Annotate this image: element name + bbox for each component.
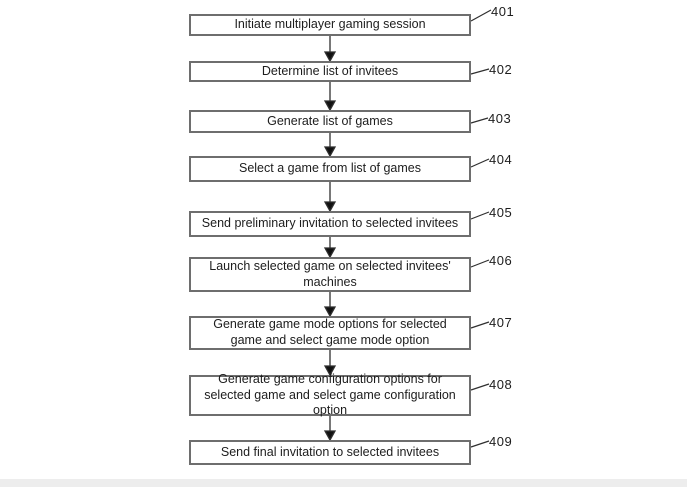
flow-step-text: Determine list of invitees [261,63,399,78]
arrowhead-6-7 [323,306,337,318]
flow-step-game-configuration-options: Generate game configuration options for … [189,372,471,418]
flow-step-determine-invitees: Determine list of invitees [189,61,471,82]
ref-label-407: 407 [489,315,513,330]
ref-label-401: 401 [491,4,515,19]
leader-line-409 [470,440,490,448]
ref-label-403: 403 [488,111,512,126]
leader-line-403 [470,117,489,124]
leader-line-407 [470,321,490,329]
flow-step-text: Send preliminary invitation to selected … [201,216,459,231]
leader-line-408 [470,383,490,391]
arrowhead-1-2 [323,51,337,63]
arrowhead-3-4 [323,146,337,158]
leader-line-402 [470,68,490,75]
ref-label-408: 408 [489,377,513,392]
flow-step-send-final-invitation: Send final invitation to selected invite… [189,440,471,465]
ref-label-409: 409 [489,434,513,449]
flow-step-game-mode-options: Generate game mode options for selected … [189,316,471,350]
arrowhead-8-9 [323,430,337,442]
flow-step-select-game: Select a game from list of games [189,156,471,182]
leader-line-406 [470,259,490,268]
flow-step-send-preliminary-invitation: Send preliminary invitation to selected … [189,211,471,237]
flow-step-text: Select a game from list of games [238,161,422,176]
leader-line-405 [470,211,490,220]
flow-step-text: Initiate multiplayer gaming session [234,17,426,32]
scan-edge-artifact [0,479,687,487]
leader-line-404 [470,158,490,168]
flow-step-text: Send final invitation to selected invite… [220,444,440,459]
leader-line-401 [470,9,492,22]
flow-step-launch-game: Launch selected game on selected invitee… [189,257,471,292]
flow-step-text: Generate game configuration options for … [204,372,456,418]
flow-step-generate-games: Generate list of games [189,110,471,133]
flow-step-text: Generate game mode options for selected … [213,317,447,347]
flow-step-text: Launch selected game on selected invitee… [209,258,451,289]
ref-label-406: 406 [489,253,513,268]
ref-label-404: 404 [489,152,513,167]
ref-label-402: 402 [489,62,513,77]
arrowhead-5-6 [323,247,337,259]
ref-label-405: 405 [489,205,513,220]
flow-step-initiate-session: Initiate multiplayer gaming session [189,14,471,36]
flow-step-text: Generate list of games [267,113,393,128]
arrowhead-4-5 [323,201,337,213]
arrowhead-2-3 [323,100,337,112]
